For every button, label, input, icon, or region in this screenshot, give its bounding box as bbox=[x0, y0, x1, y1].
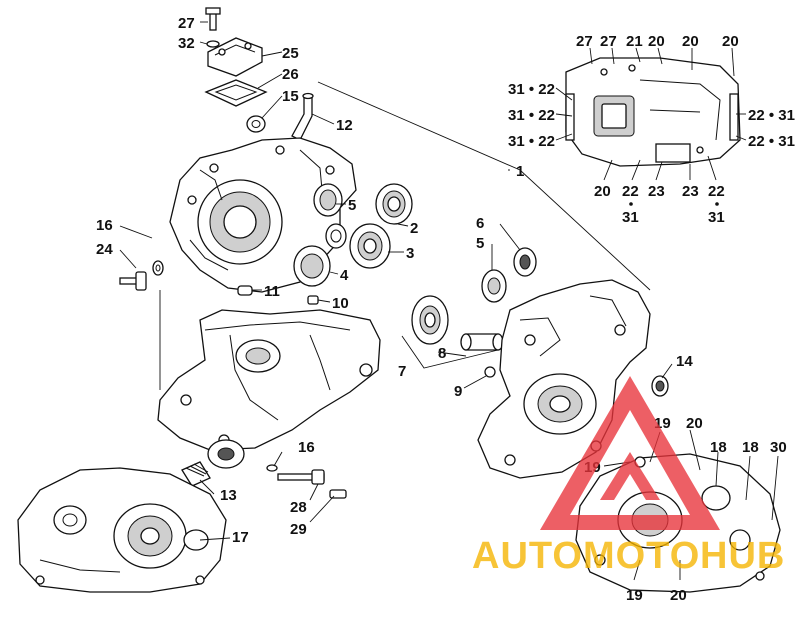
callout-label: 22 bbox=[622, 183, 639, 200]
callout-label: 16 bbox=[298, 439, 315, 456]
callout-label: 10 bbox=[332, 295, 349, 312]
bearing-7 bbox=[411, 295, 449, 345]
gasket-26 bbox=[204, 79, 268, 107]
callout-label: 1 bbox=[516, 163, 524, 180]
cover-25 bbox=[207, 37, 263, 77]
washer-32 bbox=[206, 40, 220, 48]
bearing-5-lower bbox=[481, 269, 507, 303]
watermark-logo: AUTOMOTO HUB bbox=[472, 376, 785, 577]
bolt-28 bbox=[277, 469, 325, 485]
callout-label: 26 bbox=[282, 66, 299, 83]
callout-dot bbox=[715, 202, 719, 206]
bolt-24 bbox=[119, 271, 147, 291]
callout-label: 17 bbox=[232, 529, 249, 546]
callout-label: 25 bbox=[282, 45, 299, 62]
callout-label: 11 bbox=[264, 283, 280, 300]
pump-cover bbox=[207, 439, 245, 469]
bearing-5-upper bbox=[313, 183, 343, 217]
watermark-text-right: HUB bbox=[700, 535, 785, 577]
callout-label: 24 bbox=[96, 241, 113, 258]
callout-label: 20 bbox=[594, 183, 611, 200]
callout-label: 20 bbox=[722, 33, 739, 50]
callout-label: 19 bbox=[626, 587, 643, 604]
crankcase-lower-half bbox=[157, 309, 381, 451]
callout-label: 8 bbox=[438, 345, 446, 362]
callout-label: 20 bbox=[648, 33, 665, 50]
seal-14 bbox=[651, 375, 669, 397]
callout-label: 20 bbox=[670, 587, 687, 604]
leader-lines bbox=[119, 21, 779, 581]
callout-label: 4 bbox=[340, 267, 349, 284]
callout-label: 2 bbox=[410, 220, 418, 237]
watermark-text-left: AUTOMOTO bbox=[472, 535, 700, 577]
seal-15 bbox=[246, 115, 266, 133]
callout-label: 5 bbox=[476, 235, 484, 252]
callout-label: 3 bbox=[406, 245, 414, 262]
callout-label: 31 • 22 bbox=[508, 133, 555, 150]
callout-label: 27 bbox=[576, 33, 593, 50]
callout-label: 13 bbox=[220, 487, 237, 504]
filter-13 bbox=[181, 461, 211, 487]
bolt-27 bbox=[205, 7, 221, 31]
washer-16-left bbox=[152, 260, 164, 276]
callout-label: 23 bbox=[682, 183, 699, 200]
callout-label: 22 • 31 bbox=[748, 133, 795, 150]
callout-label: 31 • 22 bbox=[508, 81, 555, 98]
callout-label: 6 bbox=[476, 215, 484, 232]
bearing-4 bbox=[293, 223, 347, 287]
bushing-8 bbox=[460, 333, 504, 351]
callout-label: 9 bbox=[454, 383, 462, 400]
callout-label: 29 bbox=[290, 521, 307, 538]
assembled-view-left bbox=[17, 467, 227, 593]
seal-6 bbox=[513, 247, 537, 277]
bolt-29 bbox=[329, 489, 347, 499]
callout-label: 31 bbox=[622, 209, 639, 226]
callout-label: 21 bbox=[626, 33, 643, 50]
callout-label: 32 bbox=[178, 35, 195, 52]
callout-label: 22 bbox=[708, 183, 725, 200]
crankcase-right-half bbox=[477, 279, 651, 479]
dowel-11 bbox=[237, 285, 253, 296]
callout-dot bbox=[629, 202, 633, 206]
callout-label: 23 bbox=[648, 183, 665, 200]
callout-label: 22 • 31 bbox=[748, 107, 795, 124]
callout-label: 16 bbox=[96, 217, 113, 234]
callout-label: 27 bbox=[600, 33, 617, 50]
callout-label: 15 bbox=[282, 88, 299, 105]
callout-label: 30 bbox=[770, 439, 787, 456]
watermark-triangle bbox=[540, 376, 720, 530]
callout-label: 12 bbox=[336, 117, 353, 134]
callout-label: 14 bbox=[676, 353, 693, 370]
callout-label: 18 bbox=[742, 439, 759, 456]
callout-label: 20 bbox=[686, 415, 703, 432]
bearing-2 bbox=[375, 183, 413, 225]
bearing-3 bbox=[349, 223, 391, 269]
callout-label: 28 bbox=[290, 499, 307, 516]
callout-label: 31 bbox=[708, 209, 725, 226]
callout-label: 31 • 22 bbox=[508, 107, 555, 124]
callout-label: 7 bbox=[398, 363, 406, 380]
callout-label: 20 bbox=[682, 33, 699, 50]
callout-labels: 27 32 25 26 15 12 1 5 2 3 4 16 24 11 10 … bbox=[96, 15, 795, 604]
pin-9 bbox=[484, 366, 496, 378]
dowel-10 bbox=[307, 295, 319, 305]
watermark-chevron bbox=[600, 452, 660, 500]
callout-label: 27 bbox=[178, 15, 195, 32]
callout-label: 5 bbox=[348, 197, 356, 214]
washer-16-lower bbox=[266, 464, 278, 472]
assembled-top-view bbox=[565, 57, 741, 167]
callout-label: 18 bbox=[710, 439, 727, 456]
